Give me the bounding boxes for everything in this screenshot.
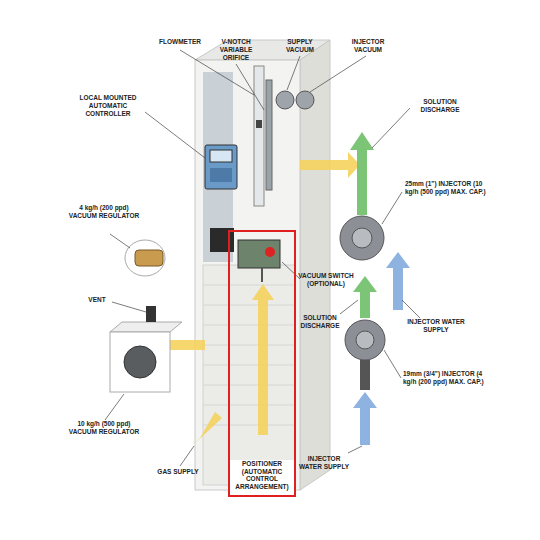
node-text: POSITIONER (AUTOMATIC CONTROL ARRANGEMEN…: [230, 460, 294, 495]
callout-label: INJECTOR WATER SUPPLY: [405, 318, 467, 334]
highlight-box: POSITIONER (AUTOMATIC CONTROL ARRANGEMEN…: [228, 230, 296, 497]
callout-label: VENT: [82, 296, 112, 304]
callout-label: 25mm (1") INJECTOR (10 kg/h (500 ppd) MA…: [405, 180, 489, 196]
callout-label: V-NOTCH VARIABLE ORIFICE: [212, 38, 260, 61]
callout-label: INJECTOR WATER SUPPLY: [298, 455, 350, 471]
callout-label: GAS SUPPLY: [156, 468, 200, 476]
callout-label: SOLUTION DISCHARGE: [296, 314, 344, 330]
callout-label: 4 kg/h (200 ppd) VACUUM REGULATOR: [66, 204, 142, 220]
callout-label: FLOWMETER: [150, 38, 210, 46]
callout-label: 19mm (3/4") INJECTOR (4 kg/h (200 ppd) M…: [403, 370, 487, 386]
callout-label: SUPPLY VACUUM: [278, 38, 322, 54]
callout-label: VACUUM SWITCH (OPTIONAL): [298, 272, 354, 288]
callout-label: SOLUTION DISCHARGE: [412, 98, 468, 114]
callout-label: 10 kg/h (500 ppd) VACUUM REGULATOR: [66, 420, 142, 436]
callout-label: INJECTOR VACUUM: [343, 38, 393, 54]
callout-label: LOCAL MOUNTED AUTOMATIC CONTROLLER: [72, 94, 144, 117]
